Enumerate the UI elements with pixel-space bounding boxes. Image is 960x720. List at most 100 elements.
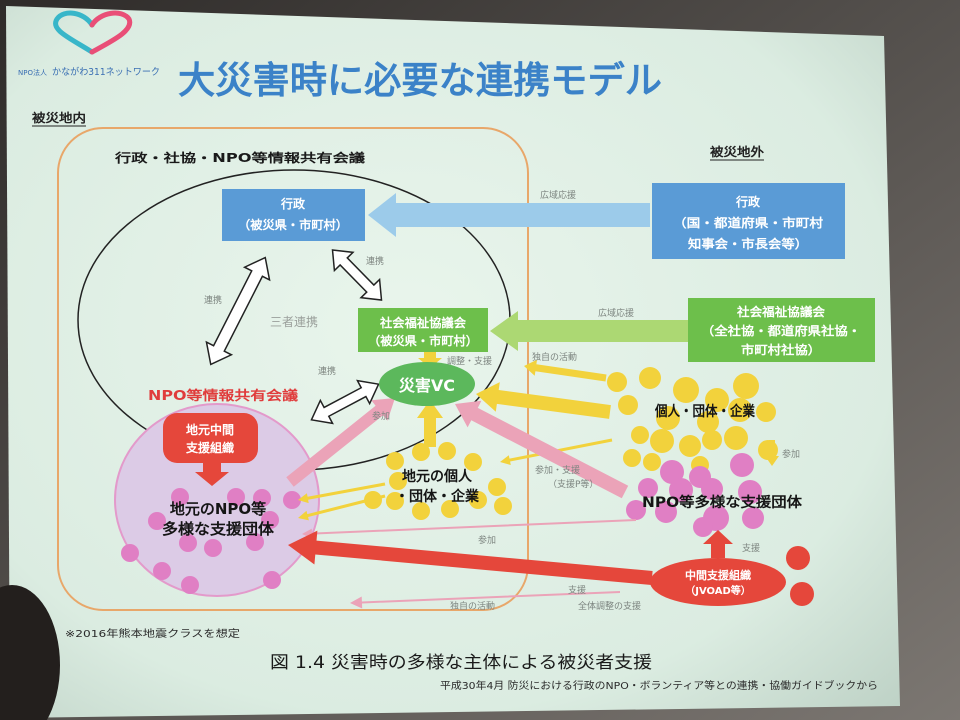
gov-local-sub: （被災県・市町村） bbox=[238, 217, 348, 232]
local-npo-dot bbox=[263, 571, 281, 589]
swc-outside-sub2: 市町村社協） bbox=[741, 342, 821, 357]
disaster-vc-node bbox=[379, 362, 475, 406]
local-npo-dot bbox=[253, 489, 271, 507]
local-npo-dot bbox=[227, 488, 245, 506]
local-people-line2: ・団体・企業 bbox=[395, 488, 480, 505]
intermediary-support-arrow bbox=[288, 530, 653, 585]
local-npo-line2: 多様な支援団体 bbox=[162, 520, 275, 538]
intermediary-line1: 中間支援組織 bbox=[685, 568, 751, 582]
zone-outside-label: 被災地外 bbox=[710, 144, 764, 159]
label-join-support-1: 参加・支援 bbox=[535, 464, 580, 476]
local-individual-dot bbox=[412, 502, 430, 520]
logo-heart-right-icon bbox=[89, 10, 133, 55]
own-activity-arrow-top bbox=[524, 359, 607, 382]
intermediary-node bbox=[650, 558, 786, 606]
intermediary-dot bbox=[786, 546, 810, 570]
assumption-note: ※2016年熊本地震クラスを想定 bbox=[65, 627, 240, 640]
local-npo-dot bbox=[261, 511, 279, 529]
local-npo-dot bbox=[283, 491, 301, 509]
outside-npo-dot bbox=[660, 460, 684, 484]
page-title: 大災害時に必要な連携モデル bbox=[178, 59, 662, 102]
gov-local-title: 行政 bbox=[280, 196, 306, 211]
swc-outside-title: 社会福祉協議会 bbox=[736, 304, 826, 319]
local-individual-dot bbox=[494, 497, 512, 515]
label-wide-area-swc: 広域応援 bbox=[598, 307, 634, 319]
disaster-vc-label: 災害VC bbox=[399, 376, 455, 395]
source-note: 平成30年4月 防災における行政のNPO・ボランティア等との連携・協働ガイドブッ… bbox=[440, 679, 878, 692]
outside-individual-dot bbox=[643, 453, 661, 471]
outside-npo-dot bbox=[655, 501, 677, 523]
local-npo-dot bbox=[179, 534, 197, 552]
outside-individual-to-vc-arrow bbox=[476, 382, 611, 419]
outside-individual-dot bbox=[656, 406, 680, 430]
label-own-activity-bottom: 独自の活動 bbox=[450, 600, 495, 612]
label-link-npo-vc: 連携 bbox=[318, 365, 336, 377]
outside-individual-dot bbox=[623, 449, 641, 467]
gov-local-box bbox=[222, 189, 365, 241]
logo-prefix: NPO法人 bbox=[18, 68, 47, 77]
label-link-gov-npo: 連携 bbox=[204, 294, 222, 306]
outside-individual-dot bbox=[650, 429, 674, 453]
outside-individual-dot bbox=[631, 426, 649, 444]
gov-outside-title: 行政 bbox=[735, 194, 761, 209]
swc-local-sub: （被災県・市町村） bbox=[368, 333, 478, 348]
outside-individual-dot bbox=[697, 411, 719, 433]
local-npo-dot bbox=[246, 533, 264, 551]
local-individual-dot bbox=[488, 478, 506, 496]
council-title: 行政・社協・NPO等情報共有会議 bbox=[114, 150, 365, 165]
outside-individual-dot bbox=[705, 388, 729, 412]
local-individual-dot bbox=[438, 442, 456, 460]
local-individual-to-npo-arrow-2 bbox=[298, 494, 386, 521]
logo: NPO法人 かながわ311ネットワーク bbox=[18, 10, 160, 78]
local-individual-dot bbox=[386, 492, 404, 510]
label-support-up: 支援 bbox=[742, 542, 760, 554]
wide-area-support-arrow-gov bbox=[368, 193, 650, 237]
outside-npo-dot bbox=[693, 517, 713, 537]
outside-npo-dot bbox=[742, 507, 764, 529]
local-npo-line1: 地元のNPO等 bbox=[170, 500, 266, 518]
local-npo-dot bbox=[121, 544, 139, 562]
wide-area-support-arrow-swc bbox=[490, 311, 688, 351]
label-wide-area-gov: 広域応援 bbox=[540, 189, 576, 201]
logo-heart-left-icon bbox=[53, 10, 95, 55]
actor-dots bbox=[121, 367, 814, 606]
link-arrow-gov-swc bbox=[331, 249, 383, 301]
link-arrow-npo-vc bbox=[310, 379, 380, 425]
label-join-support-2: （支援P等） bbox=[548, 478, 598, 490]
local-intermediary-line2: 支援組織 bbox=[185, 440, 234, 455]
outside-npo-dot bbox=[669, 478, 693, 502]
local-npo-to-vc-arrow bbox=[286, 398, 395, 487]
outside-individual-dot bbox=[733, 373, 759, 399]
outside-individual-dot bbox=[607, 372, 627, 392]
swc-local-box bbox=[358, 308, 488, 352]
local-individual-dot bbox=[412, 443, 430, 461]
outside-individual-dot bbox=[673, 377, 699, 403]
outside-people-label: 個人・団体・企業 bbox=[654, 403, 756, 420]
outside-npo-label: NPO等多様な支援団体 bbox=[642, 494, 803, 511]
outside-npo-dot bbox=[638, 478, 658, 498]
outside-npo-to-local-arrow bbox=[302, 519, 636, 539]
outside-npo-to-vc-arrow bbox=[455, 400, 629, 499]
label-link-gov-swc: 連携 bbox=[366, 255, 384, 267]
intermediary-line2: （JVOAD等） bbox=[685, 584, 751, 597]
local-npo-dot bbox=[171, 488, 189, 506]
local-npo-dot bbox=[204, 539, 222, 557]
intermediary-up-arrow bbox=[703, 530, 733, 558]
label-join-local: 参加 bbox=[372, 410, 390, 422]
outside-npo-dot bbox=[738, 480, 762, 504]
local-npo-dot bbox=[153, 562, 171, 580]
outside-individual-dot bbox=[728, 398, 752, 422]
figure-caption: 図 1.4 災害時の多様な主体による被災者支援 bbox=[270, 653, 652, 673]
local-intermediary-box bbox=[163, 413, 258, 463]
audience-head bbox=[0, 585, 60, 720]
local-individual-dot bbox=[464, 453, 482, 471]
local-people-line1: 地元の個人 bbox=[402, 468, 473, 485]
local-individual-to-npo-arrow-1 bbox=[298, 482, 386, 504]
own-activity-arrow-bottom bbox=[350, 591, 620, 609]
outside-individual-dot bbox=[639, 367, 661, 389]
local-npo-dot bbox=[148, 512, 166, 530]
local-intermediary-down-arrow bbox=[195, 462, 229, 486]
intermediary-dot bbox=[790, 582, 814, 606]
